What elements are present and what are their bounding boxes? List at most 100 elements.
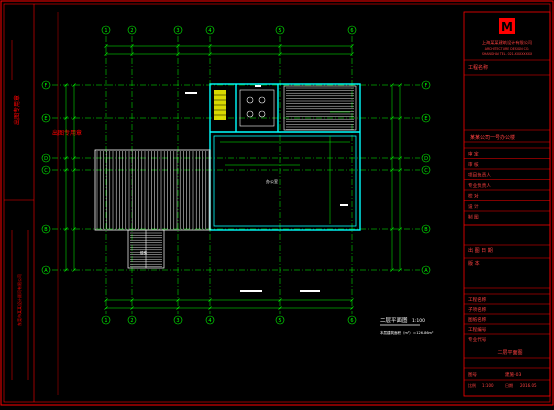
dimension-tick	[398, 116, 402, 120]
title-row-label: 设 计	[468, 203, 479, 210]
title-row-label: 项目负责人	[468, 172, 491, 179]
grid-bubble	[41, 265, 51, 275]
dimension-tick	[390, 116, 394, 120]
title-row-label: 审 定	[468, 151, 479, 158]
grid-bubble	[421, 165, 431, 175]
dimension-tick	[104, 44, 108, 48]
grid-label-3: 3	[176, 28, 179, 34]
dimension-tick	[390, 168, 394, 172]
dimension-tick	[208, 298, 212, 302]
project-name: 某某公司一号办公楼	[470, 134, 515, 141]
grid-bubble	[41, 113, 51, 123]
interior-dimension-lines	[220, 111, 350, 224]
grid-label-E: E	[424, 116, 427, 122]
scale-value: 1:100	[482, 383, 494, 388]
dimension-tick	[72, 156, 76, 160]
dimension-tick	[278, 52, 282, 56]
dimension-tick	[72, 83, 76, 87]
grid-label-F: F	[45, 83, 48, 89]
title-row-label: 工程名称	[468, 296, 487, 303]
stair-label: 楼梯	[140, 250, 147, 255]
grid-bubble	[421, 113, 431, 123]
dimension-tick	[176, 52, 180, 56]
dimension-tick	[278, 306, 282, 310]
dimension-tick	[72, 227, 76, 231]
company-contact: SHANGHAI TEL. 021-XXXXXXXX	[482, 52, 533, 56]
dimension-tick	[176, 306, 180, 310]
grid-label-1: 1	[104, 318, 107, 324]
grid-label-E: E	[44, 116, 47, 122]
dimension-tick	[390, 156, 394, 160]
company-name-en: ARCHITECTURE DESIGN CO.	[485, 47, 529, 51]
grid-label-1: 1	[104, 28, 107, 34]
title-row-label: 专业代号	[468, 336, 487, 343]
title-row-label: 工程编号	[468, 326, 487, 333]
title-row-label: 专业负责人	[468, 182, 491, 189]
grid-bubble	[41, 80, 51, 90]
grid-label-F: F	[425, 83, 428, 89]
grid-bubble	[421, 80, 431, 90]
company-logo	[499, 18, 515, 34]
dimension-tick	[398, 156, 402, 160]
grid-label-C: C	[424, 168, 428, 174]
dimension-tick	[104, 52, 108, 56]
grid-bubble	[421, 224, 431, 234]
dimension-tick	[398, 168, 402, 172]
grid-bubble	[41, 224, 51, 234]
scale-label: 比例	[468, 382, 476, 388]
grid-bubble	[275, 315, 285, 325]
grid-label-A: A	[44, 268, 48, 274]
sheet-number-label: 图号	[468, 372, 477, 378]
dimension-tick	[390, 83, 394, 87]
dimension-tick	[104, 306, 108, 310]
annotation-marks	[185, 85, 348, 292]
grid-label-3: 3	[176, 318, 179, 324]
grid-bubble	[205, 25, 215, 35]
company-name: 上海某某建筑设计有限公司	[482, 39, 532, 46]
dimension-tick	[350, 298, 354, 302]
room-label-office: 办公室	[266, 178, 278, 184]
date-label: 日期	[505, 382, 513, 388]
title-row-label: 制 图	[468, 214, 479, 221]
dimension-tick	[130, 52, 134, 56]
plan-area-note: 本层建筑面积（m²）＝126.86m²	[380, 330, 434, 335]
grid-label-4: 4	[208, 28, 211, 34]
grid-label-B: B	[424, 227, 428, 233]
dimension-tick	[130, 306, 134, 310]
title-row-label: 子项名称	[468, 306, 487, 313]
grid-bubble	[421, 265, 431, 275]
grid-bubble	[421, 153, 431, 163]
wall-main-block	[209, 83, 361, 231]
dimension-tick	[64, 83, 68, 87]
grid-label-D: D	[44, 156, 48, 162]
grid-label-A: A	[424, 268, 428, 274]
grid-bubble	[101, 25, 111, 35]
dimension-tick	[64, 116, 68, 120]
dimension-tick	[130, 298, 134, 302]
dimension-tick	[390, 268, 394, 272]
dimension-tick	[390, 227, 394, 231]
title-row-label: 校 对	[468, 193, 479, 200]
grid-bubble	[41, 153, 51, 163]
grid-bubble	[173, 25, 183, 35]
left-company-text: 出图专用章	[52, 129, 82, 137]
dimension-tick	[398, 268, 402, 272]
drawing-name: 二层平面图	[497, 350, 522, 356]
roof-hatch-right	[286, 87, 354, 130]
title-block: M 上海某某建筑设计有限公司 ARCHITECTURE DESIGN CO. S…	[463, 11, 551, 397]
dimension-tick	[176, 298, 180, 302]
dimension-tick	[350, 52, 354, 56]
dimension-tick	[176, 44, 180, 48]
grid-label-6: 6	[350, 28, 353, 34]
dimension-tick	[208, 306, 212, 310]
grid-label-B: B	[44, 227, 48, 233]
grid-label-4: 4	[208, 318, 211, 324]
title-row-label: 图纸名称	[468, 316, 487, 323]
grid-bubble	[275, 25, 285, 35]
title-row-label: 审 核	[468, 161, 479, 168]
plan-scale: 1:100	[412, 318, 425, 324]
dimension-tick	[64, 227, 68, 231]
